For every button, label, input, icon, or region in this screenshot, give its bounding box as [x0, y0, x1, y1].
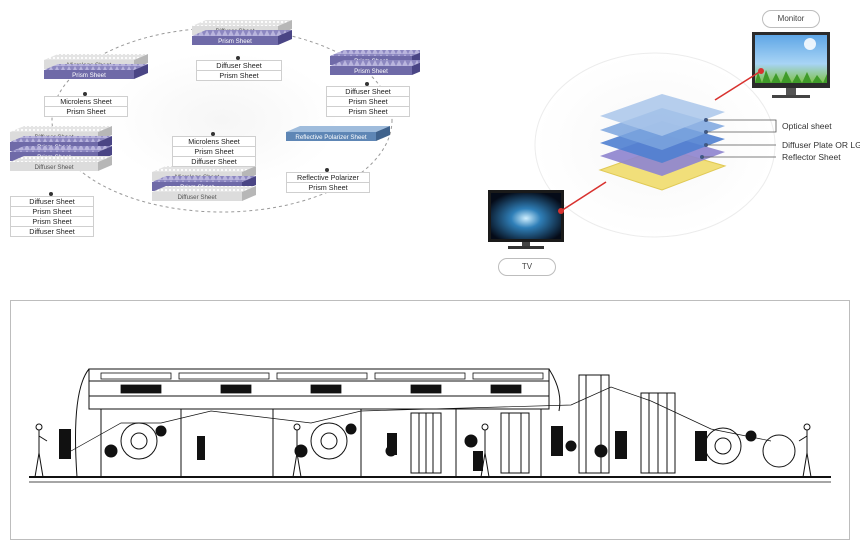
monitor-icon	[752, 32, 830, 98]
operator-figures	[34, 423, 812, 478]
display-structure-diagram: Monitor TV Optical sheet Diffuser Plate …	[440, 0, 860, 290]
frame-columns	[100, 409, 542, 477]
legend-tag: Diffuser Sheet	[172, 156, 256, 167]
background-halo	[104, 52, 340, 188]
connector-dot	[365, 82, 369, 86]
sheet-front-face	[44, 70, 134, 79]
sheet-top-face	[330, 50, 426, 56]
sheet-front-face	[152, 192, 242, 201]
sheet-layer-label: Diffuser Sheet	[34, 164, 73, 171]
callout-optical-sheet: Optical sheet	[782, 121, 832, 131]
sheet-top-face	[192, 20, 292, 26]
tv-pointer-dot	[558, 208, 564, 214]
monitor-pointer-dot	[758, 68, 764, 74]
gantry-details	[100, 372, 544, 394]
sheet-side-face	[98, 156, 112, 171]
tv-icon	[488, 190, 564, 249]
sheet-top-face	[192, 30, 292, 36]
sheet-layer-label: Diffuser Sheet	[177, 194, 216, 201]
legend-tag: Prism Sheet	[286, 182, 370, 193]
sheet-front-face	[192, 36, 278, 45]
connector-dot	[236, 56, 240, 60]
sheet-top-face	[44, 64, 148, 70]
legend-tag: Prism Sheet	[44, 106, 128, 117]
sheet-top-face	[10, 146, 112, 152]
sheet-front-face	[330, 66, 412, 75]
sheet-top-face	[10, 156, 112, 162]
roller-units	[104, 422, 796, 468]
machine-line-graphic	[29, 368, 831, 483]
callout-leaders	[700, 118, 777, 159]
sheet-top-face	[152, 186, 256, 192]
legend-tag: Prism Sheet	[326, 106, 410, 117]
web-path	[70, 386, 772, 452]
sheet-side-face	[134, 64, 148, 79]
equipment-blocks	[59, 426, 707, 471]
sheet-top-face	[152, 176, 256, 182]
sheet-front-face	[286, 132, 376, 141]
callout-reflector-sheet: Reflector Sheet	[782, 152, 841, 162]
layer-stack	[598, 94, 727, 191]
connector-dot	[83, 92, 87, 96]
connector-dot	[49, 192, 53, 196]
sheet-layer-label: Prism Sheet	[72, 72, 106, 79]
accumulator-towers	[410, 374, 676, 474]
sheet-top-face	[152, 166, 256, 172]
legend-tag: Prism Sheet	[196, 70, 282, 81]
sheet-side-face	[242, 186, 256, 201]
sheet-layer-label: Reflective Polarizer Sheet	[295, 134, 366, 141]
display-structure-graphic	[488, 32, 830, 249]
tv-pointer-line	[560, 181, 607, 212]
sheet-side-face	[376, 126, 390, 141]
tv-label: TV	[498, 258, 556, 276]
sheet-stack-right: Reflective Polarizer Sheet	[286, 126, 390, 172]
sheet-layer-label: Prism Sheet	[354, 68, 388, 75]
optical-sheet-layer-1	[600, 94, 725, 136]
callout-diffuser-plate: Diffuser Plate OR LGP	[782, 140, 860, 150]
sheet-layer-label: Prism Sheet	[218, 38, 252, 45]
connector-dot	[325, 168, 329, 172]
sheet-top-face	[330, 60, 426, 66]
sheet-front-face	[10, 162, 98, 171]
upper-gantry	[88, 368, 550, 410]
sheet-top-face	[10, 126, 112, 132]
sheet-top-face	[10, 136, 112, 142]
sheet-side-face	[278, 30, 292, 45]
legend-tag: Diffuser Sheet	[10, 226, 94, 237]
monitor-label: Monitor	[762, 10, 820, 28]
production-line-drawing	[10, 300, 850, 540]
sheet-top-face	[44, 54, 148, 60]
sheet-top-face	[286, 126, 390, 132]
connector-dot	[211, 132, 215, 136]
monitor-pointer-line	[714, 70, 762, 101]
